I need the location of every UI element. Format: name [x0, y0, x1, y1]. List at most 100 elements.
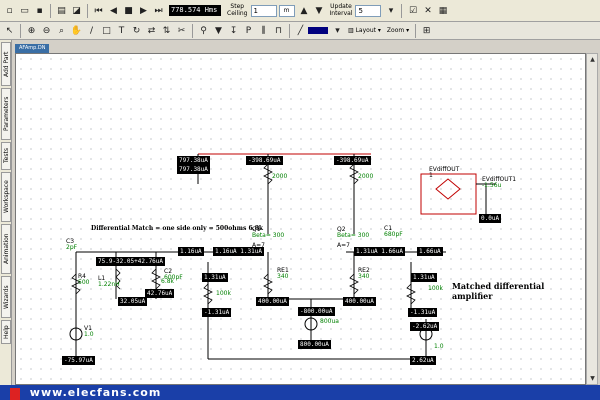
step-ceiling-input[interactable]: 1 [250, 4, 277, 17]
simulation-toolbar: ▫ ▭ ▪ ▤ ◪ ⏮ ◀ ■ ▶ ⏭ 778.574 Hms Step Cei… [0, 0, 600, 22]
preview-icon[interactable]: ◪ [72, 5, 81, 16]
rc2-label: 2000 [358, 173, 374, 180]
mirror-icon[interactable]: ⇅ [162, 25, 171, 36]
scroll-up-icon[interactable]: ▲ [590, 56, 595, 63]
readout-tag: 400.00uA [256, 297, 289, 306]
readout-tag: -2.62uA [410, 322, 440, 331]
tab-animation[interactable]: Animation [1, 224, 11, 274]
checkbox-icon[interactable]: ☑ [408, 5, 418, 16]
new-file-icon[interactable]: ▫ [6, 5, 13, 16]
drawing-toolbar: ↖ ⊕ ⊖ ⌕ ✋ / □ T ↻ ⇄ ⇅ ✂ ⚲ ▼ ↧ P ⫼ ⊓ ╱ ▾ … [0, 22, 600, 40]
c1-value: 680pF [384, 231, 403, 238]
zoom-in-icon[interactable]: ⊕ [27, 25, 36, 36]
step-ceiling-label: Step Ceiling [227, 3, 248, 17]
step-ceiling-up-icon[interactable]: ▲ [300, 5, 308, 16]
color-swatch[interactable] [308, 27, 328, 34]
rb2-label: 100k [428, 285, 443, 292]
line-style-icon[interactable]: ╱ [297, 25, 304, 36]
layout-icon: ▥ [348, 26, 356, 34]
rb1-resistor-icon [203, 283, 213, 305]
zoom-out-icon[interactable]: ⊖ [42, 25, 51, 36]
schematic-canvas[interactable]: 797.38uA 797.38uA -398.69uA -398.69uA 75… [15, 53, 586, 385]
zoom-dropdown[interactable]: Zoom ▾ [384, 25, 412, 37]
close-x-icon[interactable]: ✕ [424, 5, 432, 16]
fit-page-icon[interactable]: ⊞ [422, 25, 431, 36]
current-probe-icon[interactable]: ↧ [229, 25, 238, 36]
evdiff1-label: EVdiffOUT1-1.56u [482, 177, 516, 189]
step-ceiling-down-icon[interactable]: ▼ [315, 5, 323, 16]
v1-value: 1.0 [84, 331, 94, 338]
vertical-scrollbar[interactable]: ▲ ▼ [586, 53, 598, 385]
select-arrow-icon[interactable]: ↖ [5, 25, 14, 36]
readout-tag: 1.31uA [202, 273, 228, 282]
power-icon[interactable]: P [245, 25, 252, 36]
probe-icon[interactable]: ⚲ [200, 25, 207, 36]
graph-icon[interactable]: ⊓ [274, 25, 283, 36]
q1-name: Q1 [252, 226, 261, 233]
color-dropdown-icon[interactable]: ▾ [335, 25, 340, 36]
toolbar-divider [50, 3, 51, 18]
readout-tag: 400.00uA [343, 297, 376, 306]
pan-hand-icon[interactable]: ✋ [70, 25, 83, 36]
open-file-icon[interactable]: ▭ [20, 5, 29, 16]
update-interval-dropdown-icon[interactable]: ▾ [388, 5, 394, 16]
scroll-down-icon[interactable]: ▼ [590, 375, 595, 382]
layout-dropdown[interactable]: ▥ Layout ▾ [345, 25, 384, 37]
step-back-icon[interactable]: ◀ [110, 5, 117, 16]
zoom-area-icon[interactable]: ⌕ [58, 25, 65, 36]
readout-tag: 797.38uA [177, 165, 210, 174]
tab-parameters[interactable]: Parameters [1, 88, 11, 140]
tab-wizards[interactable]: Wizards [1, 276, 11, 318]
tab-help[interactable]: Help [1, 320, 11, 344]
rc2-resistor-icon [349, 163, 359, 185]
step-forward-icon[interactable]: ▶ [140, 5, 147, 16]
print-icon[interactable]: ▤ [57, 5, 66, 16]
watermark-logo-icon [10, 388, 20, 400]
step-ceiling-unit-select[interactable]: m [278, 4, 295, 17]
text-icon[interactable]: T [118, 25, 125, 36]
toolbar-divider [415, 23, 417, 38]
q2-type-label: A=7 [337, 242, 350, 249]
flip-icon[interactable]: ⇄ [147, 25, 156, 36]
differential-match-note: Differential Match = one side only = 500… [91, 225, 264, 232]
readout-tag: -75.97uA [62, 356, 95, 365]
document-tab[interactable]: AFAmp.DN [15, 44, 50, 53]
c3-name: C3 [66, 238, 75, 245]
grid-icon[interactable]: ▦ [438, 5, 448, 16]
l1-inductor-icon [115, 268, 121, 290]
v2-label: 1.0 [434, 343, 444, 350]
rectangle-icon[interactable]: □ [102, 25, 111, 36]
update-interval-input[interactable]: 5 [355, 4, 382, 17]
re1-name: RE1 [277, 267, 289, 274]
rb1-label: 100k [216, 290, 231, 297]
side-tab-bar: Add Part Parameters Tests Workspace Anim… [0, 40, 12, 385]
v1-source-icon [69, 327, 83, 341]
tab-add-part[interactable]: Add Part [1, 42, 11, 86]
c3-value: 2pF [66, 244, 78, 251]
rewind-icon[interactable]: ⏮ [94, 5, 103, 16]
readout-tag: 1.31uA [411, 273, 437, 282]
layout-label: Layout [355, 26, 376, 34]
stop-icon[interactable]: ■ [124, 5, 133, 16]
voltage-probe-icon[interactable]: ▼ [215, 25, 222, 36]
re1-resistor-icon [263, 273, 273, 295]
play-icon[interactable]: ⏭ [154, 5, 163, 16]
tab-workspace[interactable]: Workspace [1, 172, 11, 222]
c2-name: C2 [164, 268, 173, 275]
wire-icon[interactable]: / [89, 25, 94, 36]
tab-tests[interactable]: Tests [1, 142, 11, 170]
delete-icon[interactable]: ✂ [177, 25, 186, 36]
q1-type-label: A=7 [252, 242, 265, 249]
rotate-icon[interactable]: ↻ [132, 25, 141, 36]
toolbar-divider [401, 3, 403, 18]
marker-icon[interactable]: ⫼ [261, 25, 266, 36]
re2-resistor-icon [349, 273, 359, 295]
re2-value: 340 [358, 273, 370, 280]
save-icon[interactable]: ▪ [36, 5, 43, 16]
